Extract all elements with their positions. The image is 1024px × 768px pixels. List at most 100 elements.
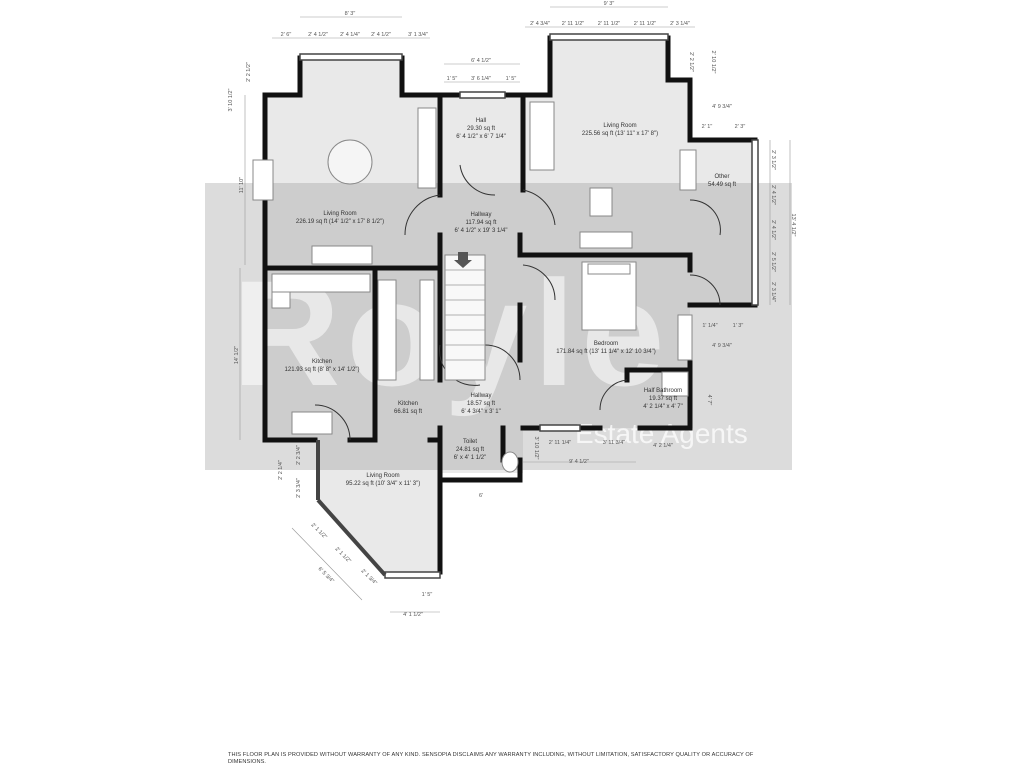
half-bathroom-area: 19.37 sq ft (649, 396, 677, 402)
dim-label: 3' 10 1/2" (533, 437, 539, 460)
half-bathroom-size: 4' 2 1/4" x 4' 7" (643, 404, 683, 410)
counter-right (419, 279, 435, 381)
wall-top-left (262, 55, 443, 98)
hallway-2-name: Hallway (470, 393, 491, 399)
dim-label: 2' 6" (281, 32, 292, 38)
dim-label: 1' 5" (422, 592, 433, 598)
window-hall (459, 91, 506, 99)
window-other (751, 139, 759, 306)
dim-label: 3' 6 1/4" (471, 76, 491, 82)
window-top-left (299, 53, 403, 61)
door-hall (459, 164, 496, 196)
door-hallway-left (404, 194, 441, 236)
walls (262, 35, 758, 575)
door-bedroom (522, 264, 556, 301)
dim-label: 4' 2 1/4" (653, 443, 673, 449)
tv-unit (579, 231, 633, 249)
fireplace-left (252, 159, 274, 201)
stair-arrow-icon (454, 252, 472, 268)
window-bay-diag (316, 498, 387, 577)
dim-label: 2' 11 1/2" (562, 21, 585, 27)
pillows (587, 263, 631, 275)
living-room-1-name: Living Room (323, 211, 356, 217)
counter-top (271, 273, 371, 293)
door-kitchen-bottom (314, 404, 351, 441)
living-room-3-name: Living Room (366, 473, 399, 479)
dim-label: 2' 2 1/2" (688, 52, 694, 72)
dim-label: 1' 1/4" (702, 323, 717, 329)
dim-label: 2' 2 1/4" (278, 460, 284, 480)
dim-label: 14' 1/2" (234, 346, 240, 364)
dim-label: 2' 4 1/2" (770, 220, 776, 240)
dim-label: 9' 4 1/2" (569, 459, 589, 465)
dim-label: 4' 1 1/2" (403, 612, 423, 618)
kitchen-2-area: 66.81 sq ft (394, 409, 422, 415)
dim-label: 2' 1 1/2" (334, 546, 352, 564)
disclaimer: THIS FLOOR PLAN IS PROVIDED WITHOUT WARR… (228, 752, 754, 765)
toilet-bowl (501, 451, 519, 473)
living-room-1-details: 226.19 sq ft (14' 1/2" x 17' 8 1/2") (296, 219, 384, 225)
doors (314, 164, 721, 441)
dim-label: 4' 7" (706, 395, 712, 406)
dim-label: 2' 11 1/4" (549, 440, 572, 446)
counter-left (271, 291, 291, 309)
wall-bath (624, 367, 693, 431)
dim-label: 2' 1 1/2" (310, 522, 328, 540)
hallway-2-size: 6' 4 3/4" x 3' 1" (461, 409, 501, 415)
dim-label: 8' 3" (345, 11, 356, 17)
dim-label: 1' 5" (506, 76, 517, 82)
door-hallway-right (522, 189, 556, 226)
kitchen-1-name: Kitchen (312, 359, 332, 365)
living-room-3-details: 95.22 sq ft (10' 3/4" x 11' 3") (346, 481, 420, 487)
wall-toilet (437, 425, 523, 483)
dim-label: 2' 4 1/4" (340, 32, 360, 38)
dim-label: 3' 11 3/4" (603, 440, 626, 446)
sideboard-left (311, 245, 373, 265)
door-bath (599, 379, 628, 411)
dim-label: 4' 9 3/4" (712, 343, 732, 349)
half-bathroom-name: Half Bathroom (644, 388, 682, 394)
windows (299, 33, 759, 579)
living-room-2-name: Living Room (603, 123, 636, 129)
other-floor (690, 140, 755, 305)
stairs (444, 254, 486, 381)
dim-label: 9' 3" (604, 1, 615, 7)
door-other-bedroom (689, 274, 721, 306)
dim-label: 2' 3 3/4" (296, 478, 302, 498)
living-room-2-floor (523, 38, 690, 255)
wall-hall-inner (437, 92, 526, 198)
radiator-right (677, 314, 693, 361)
dim-label: 2' 2 3/4" (296, 445, 302, 465)
window-top-right (549, 33, 669, 41)
watermark-subtitle: Estate Agents (575, 418, 748, 449)
kitchen-2-name: Kitchen (398, 401, 418, 407)
armchair (589, 187, 613, 217)
dim-line (291, 527, 363, 601)
wall-top-right (520, 35, 693, 143)
window-bay (384, 571, 441, 579)
living-room-2-details: 225.56 sq ft (13' 11" x 17' 8") (582, 131, 658, 137)
round-table (327, 139, 373, 185)
dim-label: 2' 4 1/2" (770, 185, 776, 205)
toilet-area: 24.81 sq ft (456, 447, 484, 453)
dim-label: 2' 4 3/4" (530, 21, 550, 27)
dim-label: 13' 4 1/2" (790, 214, 796, 237)
hallway-2-area: 18.57 sq ft (467, 401, 495, 407)
dimension-labels: 8' 3" 2' 6" 2' 4 1/2" 2' 4 1/4" 2' 4 1/2… (228, 1, 796, 618)
window-bedroom-bottom (539, 424, 581, 432)
other-area: 54.49 sq ft (708, 182, 736, 188)
hall-floor (440, 95, 523, 198)
dim-label: 1' 5" (447, 76, 458, 82)
dim-label: 2' 1" (702, 124, 713, 130)
dim-label: 6' 4 1/2" (471, 58, 491, 64)
hall-area: 29.30 sq ft (467, 126, 495, 132)
sofa (529, 101, 555, 171)
dim-label: 2' 4 1/2" (308, 32, 328, 38)
dim-label: 2' 5 1/2" (770, 252, 776, 272)
door-hallway-2 (484, 344, 521, 381)
sink-unit (291, 411, 333, 435)
wall-other-box (687, 137, 758, 308)
dim-label: 3' 1 3/4" (408, 32, 428, 38)
hallway-1-area: 117.94 sq ft (466, 220, 497, 226)
